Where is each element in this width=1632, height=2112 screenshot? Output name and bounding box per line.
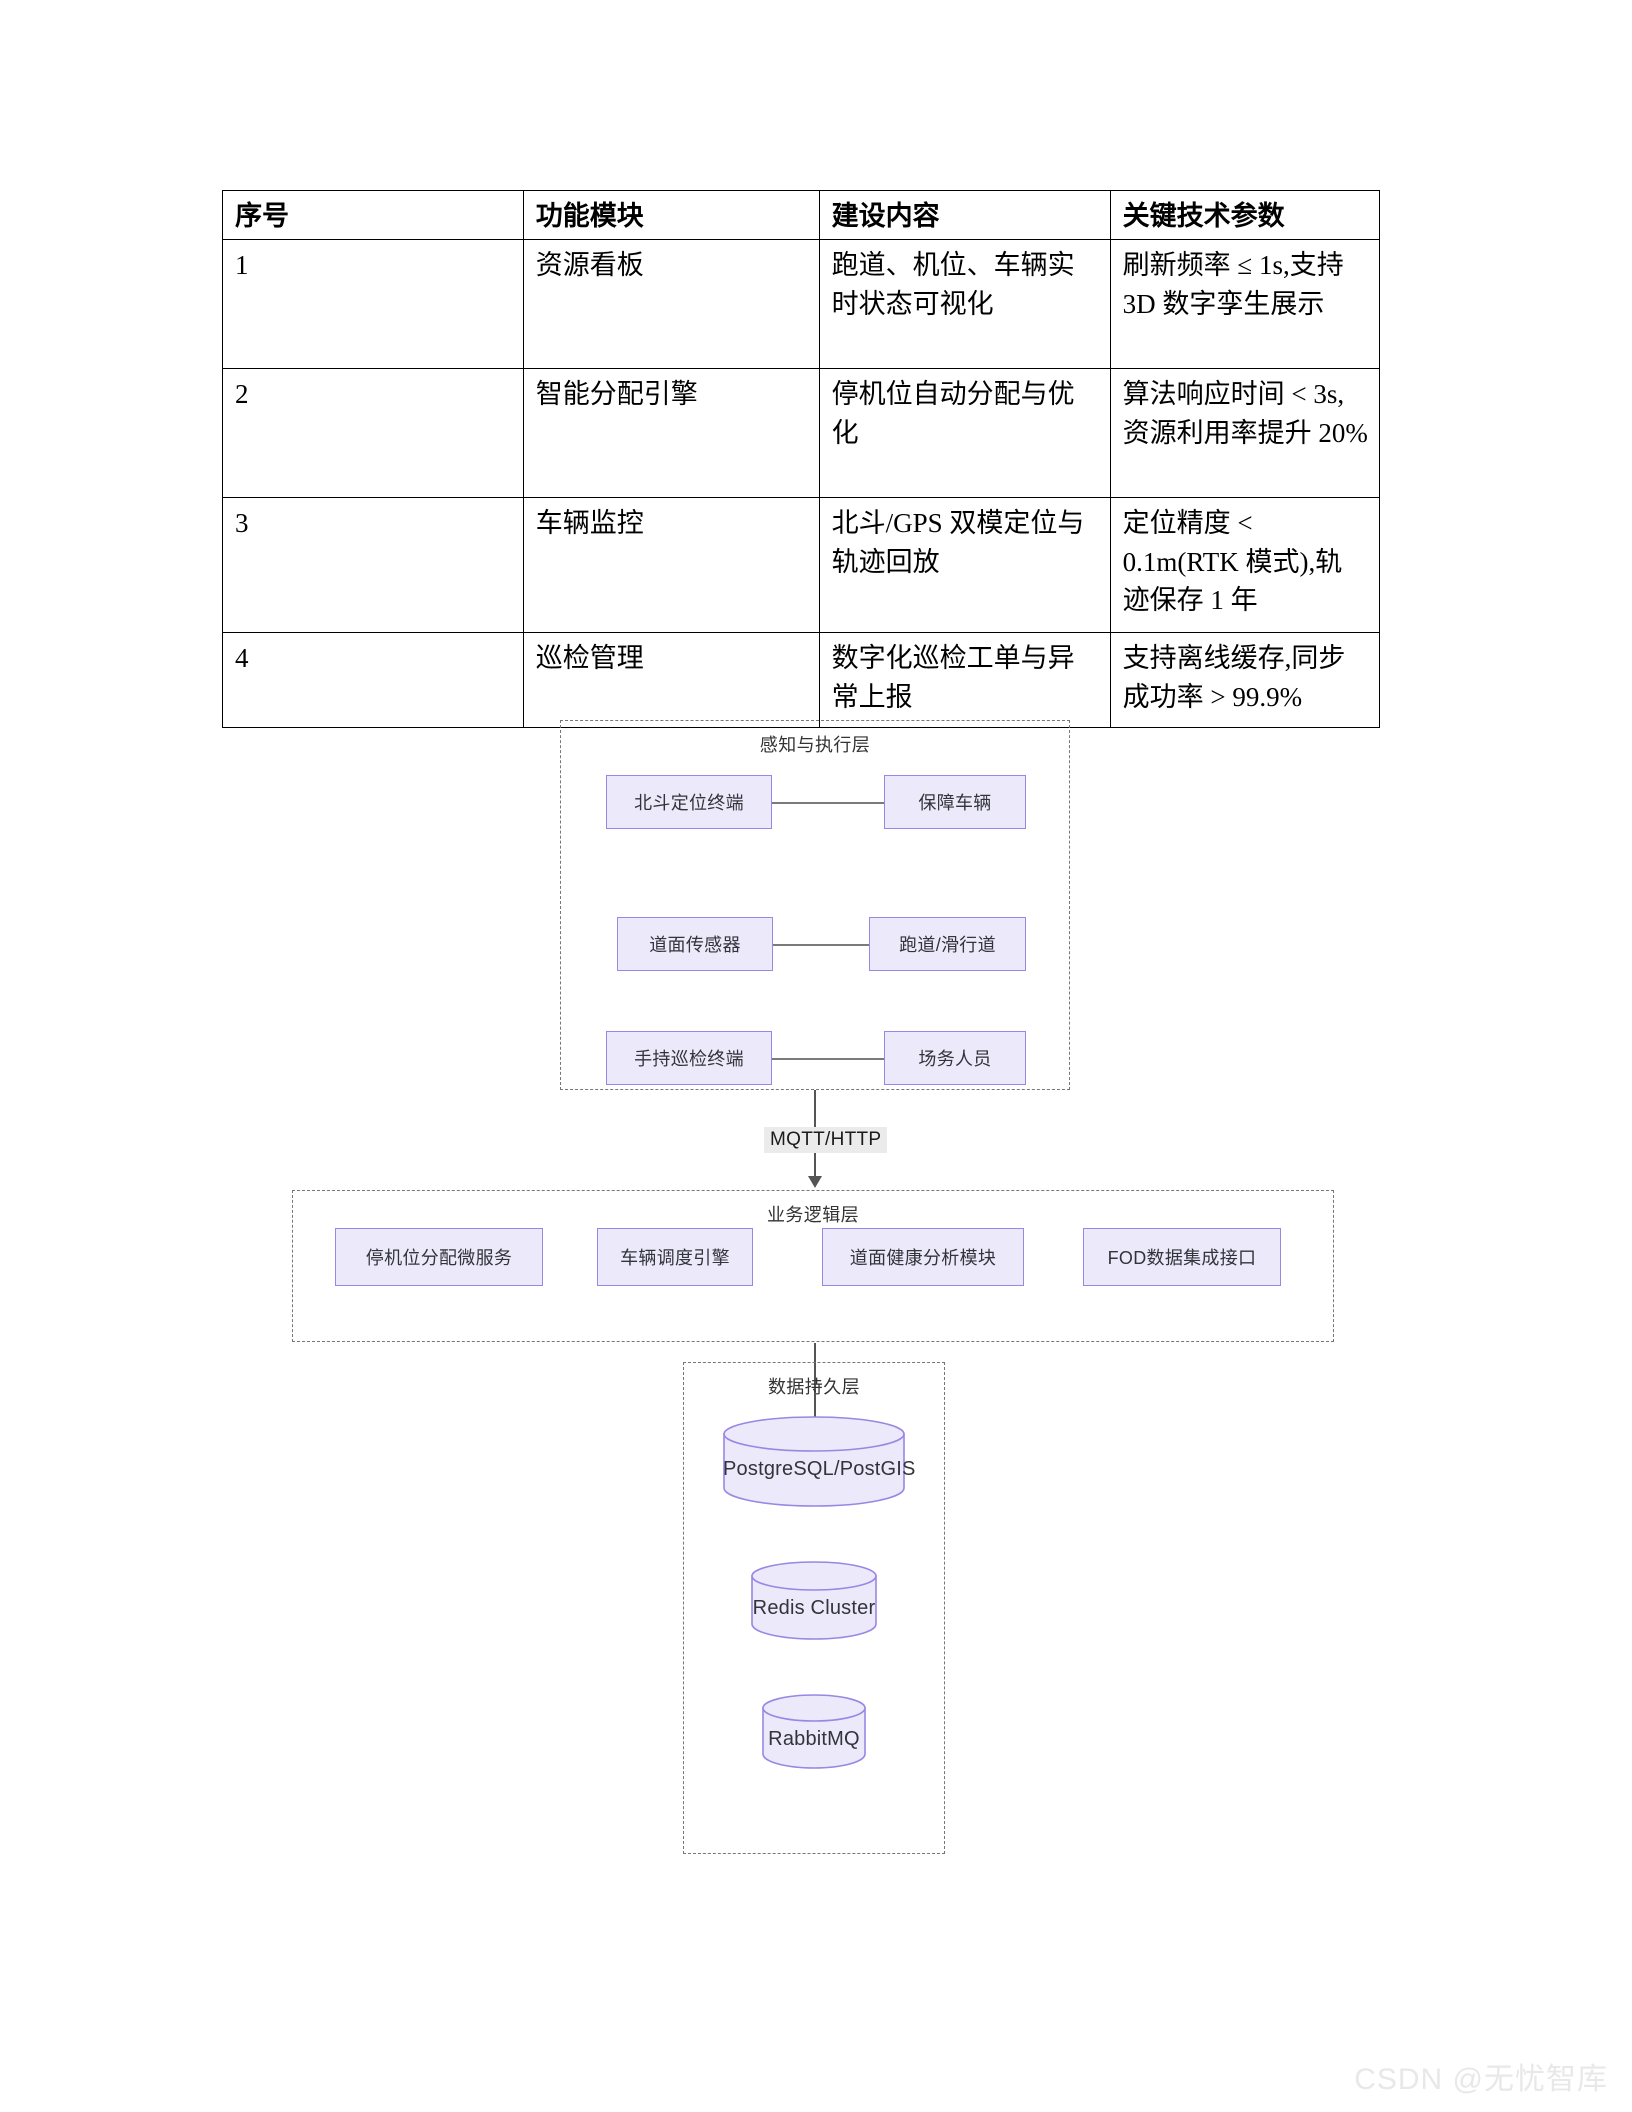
layer-perception-title: 感知与执行层 xyxy=(759,735,871,755)
layer-business-title: 业务逻辑层 xyxy=(767,1205,859,1225)
table-head: 序号 功能模块 建设内容 关键技术参数 xyxy=(222,189,1381,241)
table-row: 2 智能分配引擎 停机位自动分配与优化 算法响应时间 < 3s,资源利用率提升 … xyxy=(222,368,1381,499)
node-stand-allocation-microservice[interactable]: 停机位分配微服务 xyxy=(335,1228,543,1286)
edge-handheld-staff xyxy=(772,1058,884,1060)
edge-beidou-vehicle xyxy=(772,802,884,804)
cell-index: 2 xyxy=(222,368,524,499)
cell-module: 车辆监控 xyxy=(522,497,820,634)
cell-params: 定位精度 < 0.1m(RTK 模式),轨迹保存 1 年 xyxy=(1109,497,1381,634)
node-fod-data-integration-api[interactable]: FOD数据集成接口 xyxy=(1083,1228,1281,1286)
cell-index: 3 xyxy=(222,497,524,634)
node-vehicle-dispatch-engine[interactable]: 车辆调度引擎 xyxy=(597,1228,753,1286)
table-row: 4 巡检管理 数字化巡检工单与异常上报 支持离线缓存,同步成功率 > 99.9% xyxy=(222,632,1381,729)
datastore-postgresql-postgis[interactable]: PostgreSQL/PostGIS xyxy=(723,1416,916,1507)
edge-label-protocol: MQTT/HTTP xyxy=(764,1127,888,1153)
node-handheld-inspection-terminal[interactable]: 手持巡检终端 xyxy=(606,1031,772,1085)
datastore-redis-cluster-label: Redis Cluster xyxy=(752,1597,876,1619)
datastore-postgresql-postgis-label: PostgreSQL/PostGIS xyxy=(723,1458,916,1480)
cell-index: 4 xyxy=(222,632,524,729)
table-body: 1 资源看板 跑道、机位、车辆实时状态可视化 刷新频率 ≤ 1s,支持 3D 数… xyxy=(222,239,1381,729)
node-field-staff[interactable]: 场务人员 xyxy=(884,1031,1026,1085)
datastore-rabbitmq[interactable]: RabbitMQ xyxy=(762,1694,866,1770)
node-support-vehicle[interactable]: 保障车辆 xyxy=(884,775,1026,829)
node-pavement-sensor[interactable]: 道面传感器 xyxy=(617,917,773,971)
table-header-row: 序号 功能模块 建设内容 关键技术参数 xyxy=(222,189,1381,241)
arrow-business-to-persistence-line xyxy=(814,1343,816,1435)
cell-module: 资源看板 xyxy=(522,239,820,370)
datastore-redis-cluster[interactable]: Redis Cluster xyxy=(751,1561,877,1641)
column-header-index: 序号 xyxy=(222,189,524,241)
table-row: 1 资源看板 跑道、机位、车辆实时状态可视化 刷新频率 ≤ 1s,支持 3D 数… xyxy=(222,239,1381,370)
table-row: 3 车辆监控 北斗/GPS 双模定位与轨迹回放 定位精度 < 0.1m(RTK … xyxy=(222,497,1381,634)
cell-module: 智能分配引擎 xyxy=(522,368,820,499)
layer-persistence-title: 数据持久层 xyxy=(768,1377,860,1397)
layer-perception: 感知与执行层 xyxy=(560,720,1070,1090)
cell-params: 算法响应时间 < 3s,资源利用率提升 20% xyxy=(1109,368,1381,499)
column-header-content: 建设内容 xyxy=(818,189,1111,241)
cell-content: 停机位自动分配与优化 xyxy=(818,368,1111,499)
arrow-perception-to-business-head xyxy=(808,1176,822,1188)
csdn-watermark: CSDN @无忧智库 xyxy=(1354,2063,1608,2096)
cell-index: 1 xyxy=(222,239,524,370)
cell-module: 巡检管理 xyxy=(522,632,820,729)
layer-business: 业务逻辑层 xyxy=(292,1190,1334,1342)
cell-params: 刷新频率 ≤ 1s,支持 3D 数字孪生展示 xyxy=(1109,239,1381,370)
cell-content: 北斗/GPS 双模定位与轨迹回放 xyxy=(818,497,1111,634)
cell-content: 数字化巡检工单与异常上报 xyxy=(818,632,1111,729)
cell-params: 支持离线缓存,同步成功率 > 99.9% xyxy=(1109,632,1381,729)
node-beidou-terminal[interactable]: 北斗定位终端 xyxy=(606,775,772,829)
edge-sensor-runway xyxy=(773,944,869,946)
layer-persistence: 数据持久层 xyxy=(683,1362,945,1854)
column-header-module: 功能模块 xyxy=(522,189,820,241)
spec-table: 序号 功能模块 建设内容 关键技术参数 1 资源看板 跑道、机位、车辆实时状态可… xyxy=(222,189,1381,729)
column-header-params: 关键技术参数 xyxy=(1109,189,1381,241)
datastore-rabbitmq-label: RabbitMQ xyxy=(768,1728,860,1750)
architecture-diagram: 感知与执行层 北斗定位终端 保障车辆 道面传感器 跑道/滑行道 手持巡检终端 场… xyxy=(0,690,1632,1880)
node-pavement-health-analysis[interactable]: 道面健康分析模块 xyxy=(822,1228,1024,1286)
cell-content: 跑道、机位、车辆实时状态可视化 xyxy=(818,239,1111,370)
node-runway-taxiway[interactable]: 跑道/滑行道 xyxy=(869,917,1026,971)
